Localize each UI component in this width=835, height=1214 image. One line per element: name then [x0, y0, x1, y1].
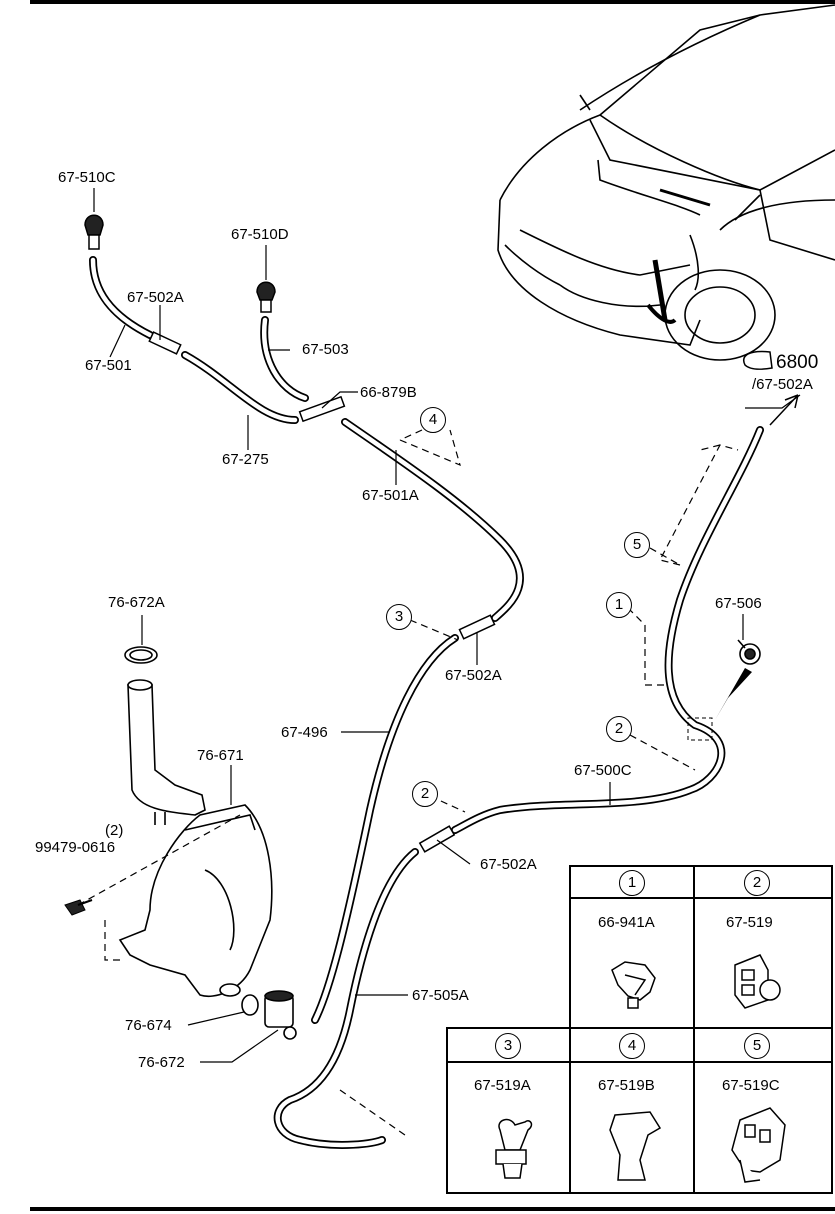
- label-76-672a: 76-672A: [108, 594, 165, 611]
- legend-part-5: 67-519C: [722, 1077, 780, 1094]
- label-99479-0616: 99479-0616: [35, 839, 116, 856]
- dashed-guides: [77, 429, 739, 1136]
- nozzle-510d: [256, 281, 276, 313]
- label-qty-2: (2): [105, 822, 124, 839]
- hose-joints: [148, 331, 496, 853]
- washer-tank: [118, 646, 273, 997]
- label-67-506: 67-506: [715, 595, 762, 612]
- label-67-275: 67-275: [222, 451, 269, 468]
- clip-67-519a-icon: [495, 1118, 533, 1179]
- legend-part-4: 67-519B: [598, 1077, 655, 1094]
- check-valve: [737, 639, 761, 665]
- legend-num-5: 5: [744, 1033, 770, 1059]
- label-67-501: 67-501: [85, 357, 132, 374]
- label-67-503: 67-503: [302, 341, 349, 358]
- legend-num-1: 1: [619, 870, 645, 896]
- bolt: [64, 899, 93, 916]
- label-67-502a-mid: 67-502A: [445, 667, 502, 684]
- legend-num-3: 3: [495, 1033, 521, 1059]
- label-76-672: 76-672: [138, 1054, 185, 1071]
- label-67-501a: 67-501A: [362, 487, 419, 504]
- callout-1: 1: [606, 592, 632, 618]
- legend-num-2: 2: [744, 870, 770, 896]
- nozzle-510c: [84, 214, 104, 250]
- callout-2-upper: 2: [606, 716, 632, 742]
- label-66-879b: 66-879B: [360, 384, 417, 401]
- legend-part-3: 67-519A: [474, 1077, 531, 1094]
- valve-arrow: [715, 668, 752, 720]
- label-67-505a: 67-505A: [412, 987, 469, 1004]
- vehicle-illustration: [497, 4, 835, 361]
- label-76-674: 76-674: [125, 1017, 172, 1034]
- valve-location-box: [687, 717, 713, 741]
- reference-arrow: [769, 394, 799, 426]
- label-67-496: 67-496: [281, 724, 328, 741]
- callout-3: 3: [386, 604, 412, 630]
- clip-66-941a-icon: [611, 961, 656, 1009]
- label-67-510c: 67-510C: [58, 169, 116, 186]
- hoses-outline: [89, 256, 764, 1149]
- hoses-inner: [90, 257, 763, 1148]
- callout-2-lower: 2: [412, 781, 438, 807]
- label-67-500c: 67-500C: [574, 762, 632, 779]
- legend-part-1: 66-941A: [598, 914, 655, 931]
- label-67-502a-low: 67-502A: [480, 856, 537, 873]
- label-67-502a-ref: /67-502A: [752, 376, 813, 393]
- washer-pump: [241, 990, 297, 1040]
- leader-lines: [93, 188, 801, 1063]
- clip-67-519-icon: [734, 954, 781, 1009]
- legend-table: [446, 865, 833, 1194]
- legend-num-4: 4: [619, 1033, 645, 1059]
- label-76-671: 76-671: [197, 747, 244, 764]
- legend-part-2: 67-519: [726, 914, 773, 931]
- label-6800: 6800: [776, 352, 819, 373]
- label-67-510d: 67-510D: [231, 226, 289, 243]
- clip-67-519b-icon: [609, 1111, 662, 1181]
- callout-4: 4: [420, 407, 446, 433]
- label-67-502a-top: 67-502A: [127, 289, 184, 306]
- clip-67-519c-icon: [731, 1107, 786, 1183]
- reference-icon: [743, 350, 773, 370]
- callout-5: 5: [624, 532, 650, 558]
